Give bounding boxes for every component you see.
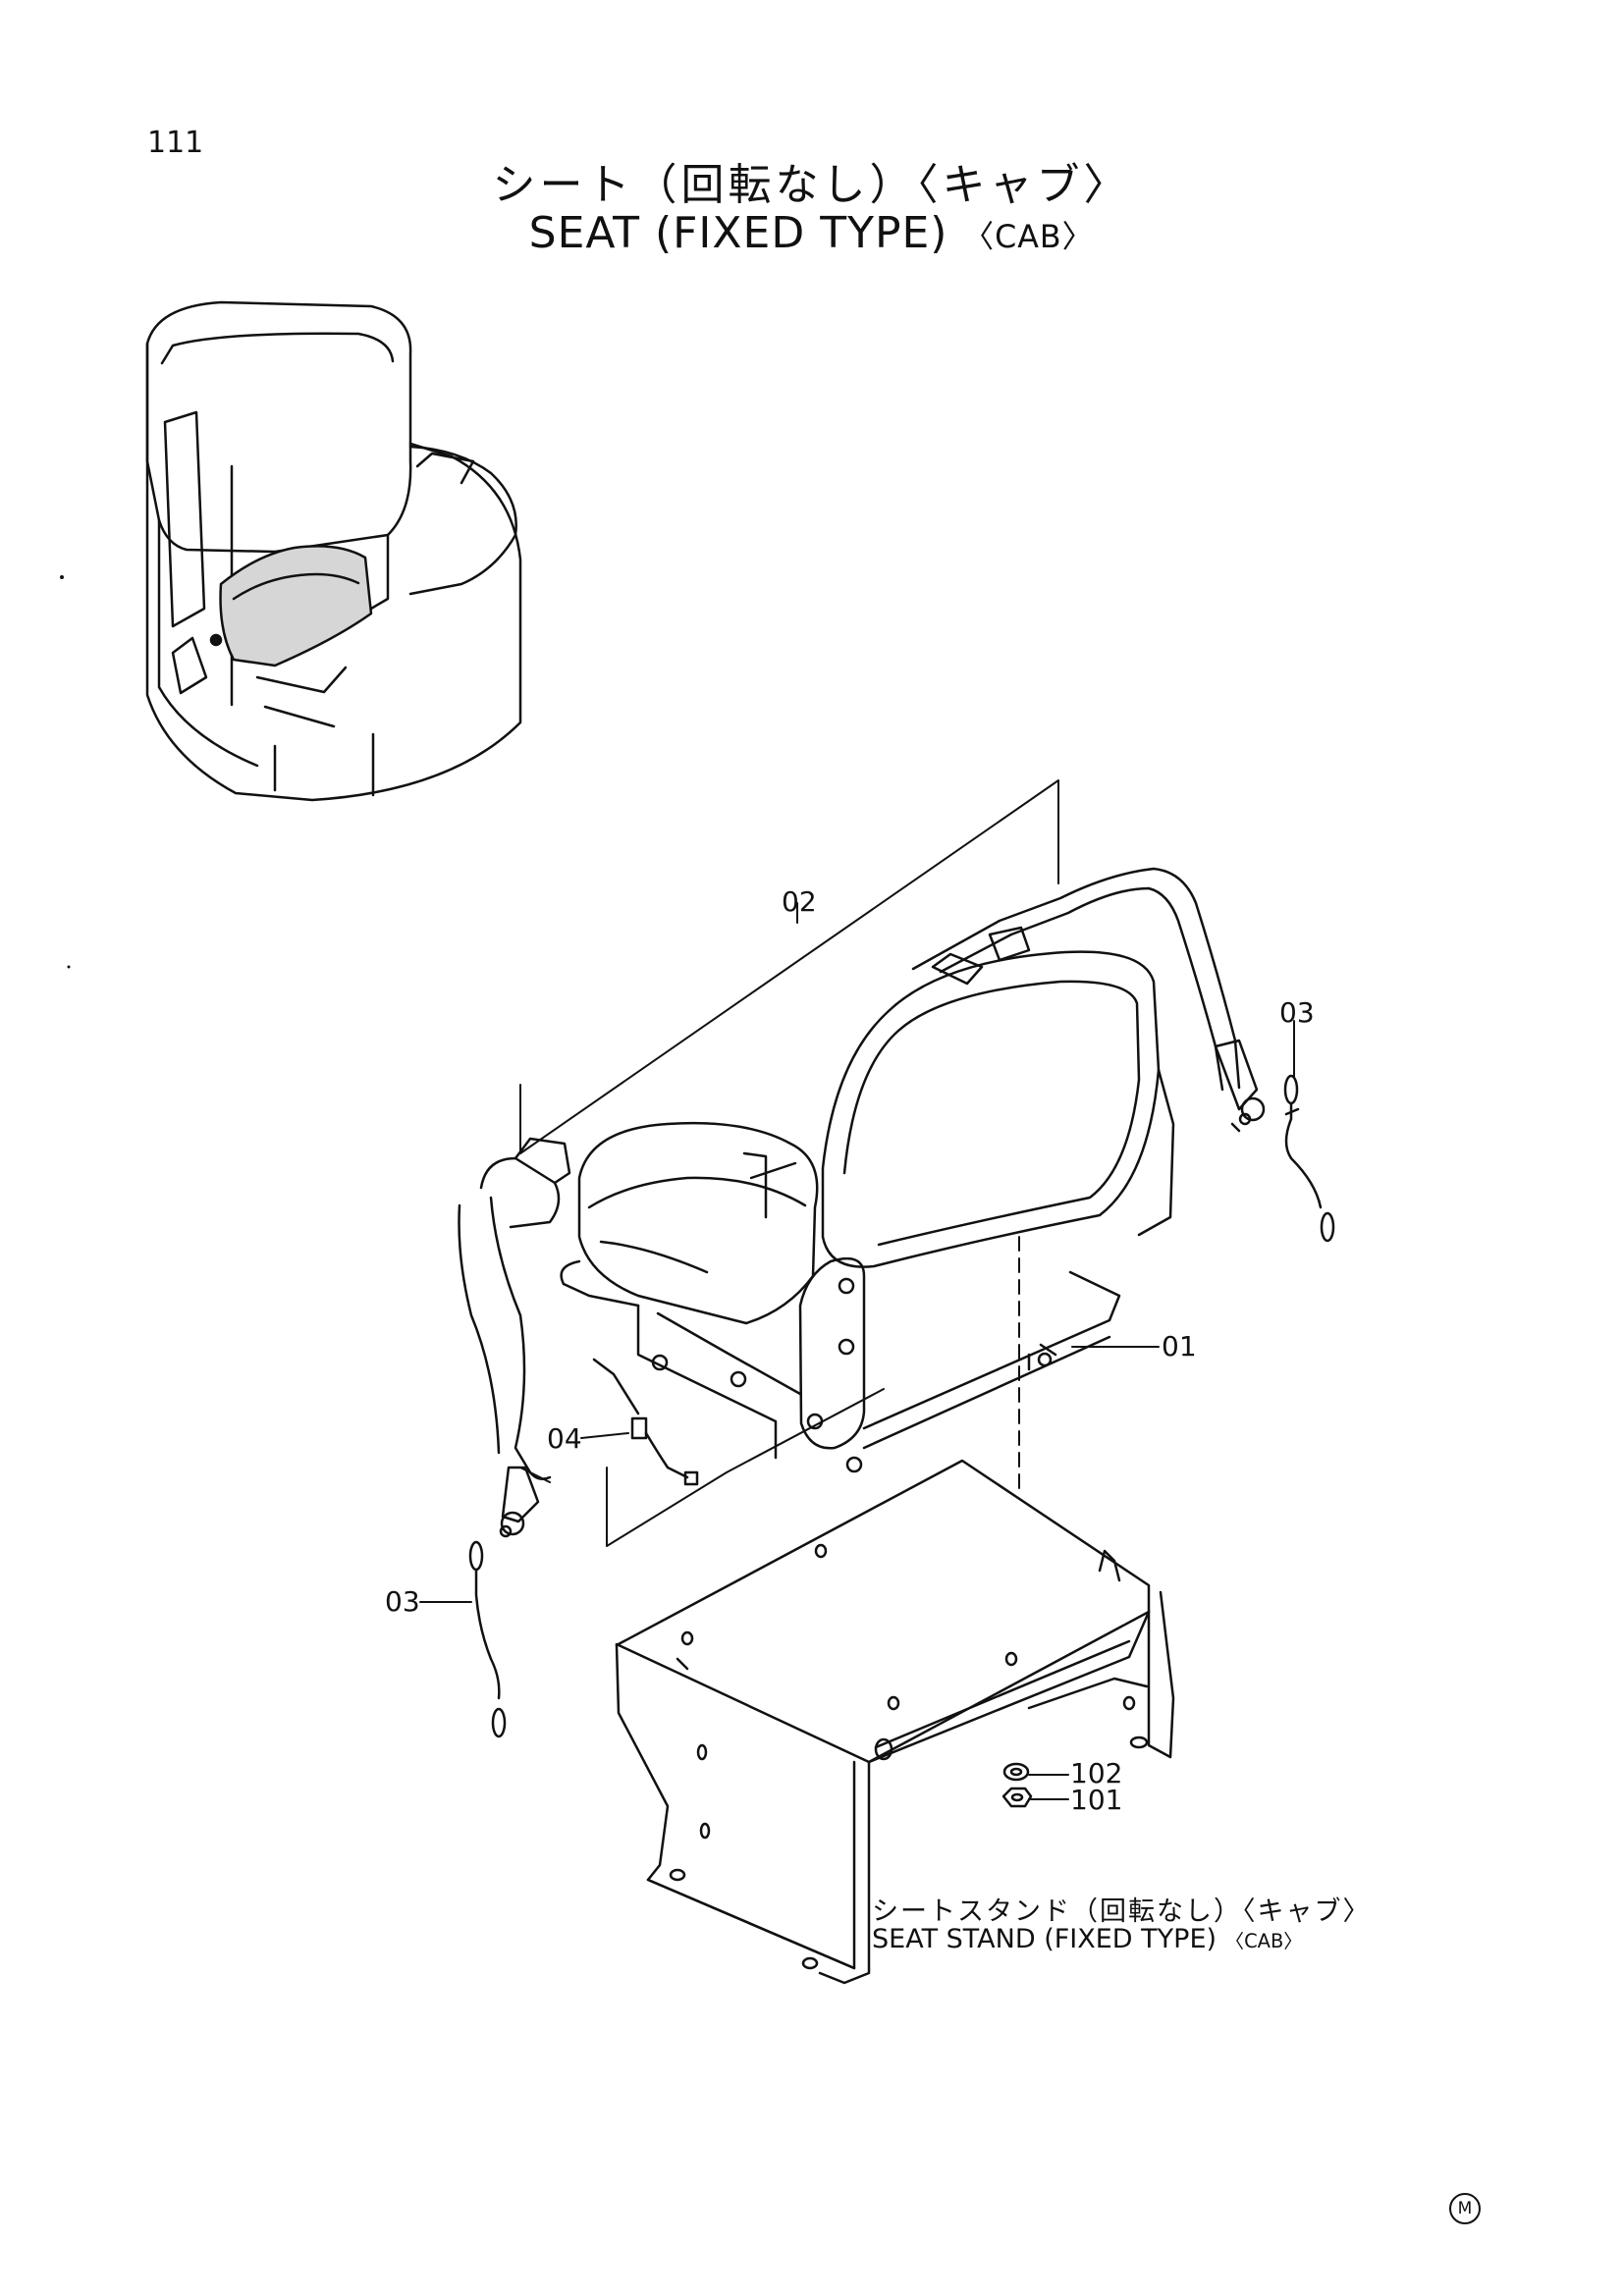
page-number: 111	[147, 126, 204, 160]
washer-nut	[1001, 1762, 1033, 1808]
callout-101: 101	[1070, 1784, 1123, 1816]
title-ja-text: シート（回転なし）	[492, 160, 917, 210]
seat-stand-drawing	[615, 1459, 1175, 1985]
callout-04: 04	[547, 1422, 582, 1455]
seat-drawing	[560, 950, 1175, 1473]
stand-label-en-tag: 〈CAB〉	[1224, 1930, 1303, 1952]
title-en-tag: 〈CAB〉	[962, 220, 1095, 255]
cable-03-right	[1283, 1074, 1335, 1243]
callout-102: 102	[1070, 1757, 1123, 1789]
corner-mark: M	[1449, 2193, 1481, 2224]
stand-label-japanese: シートスタンド（回転なし）〈キャブ〉	[872, 1890, 1372, 1928]
callout-03-left: 03	[385, 1585, 420, 1618]
cab-overview-drawing	[145, 300, 522, 802]
stand-label-english: SEAT STAND (FIXED TYPE) 〈CAB〉	[872, 1924, 1303, 1954]
callout-02: 02	[782, 885, 817, 918]
title-en-text: SEAT (FIXED TYPE)	[528, 208, 948, 258]
title-japanese: シート（回転なし）〈キャブ〉	[0, 149, 1623, 212]
title-english: SEAT (FIXED TYPE) 〈CAB〉	[0, 208, 1623, 258]
stand-label-ja-tag: 〈キャブ〉	[1242, 1896, 1372, 1927]
title-ja-tag: 〈キャブ〉	[916, 160, 1131, 210]
leader-lines	[419, 912, 1295, 1800]
stand-label-ja-text: シートスタンド（回転なし）	[872, 1896, 1242, 1927]
stand-label-en-text: SEAT STAND (FIXED TYPE)	[872, 1924, 1217, 1954]
callout-03-right: 03	[1279, 996, 1315, 1029]
switch-04	[592, 1358, 699, 1486]
callout-01: 01	[1162, 1330, 1197, 1362]
seatbelt-drawing	[458, 867, 1266, 1538]
cable-03-left	[468, 1540, 507, 1738]
